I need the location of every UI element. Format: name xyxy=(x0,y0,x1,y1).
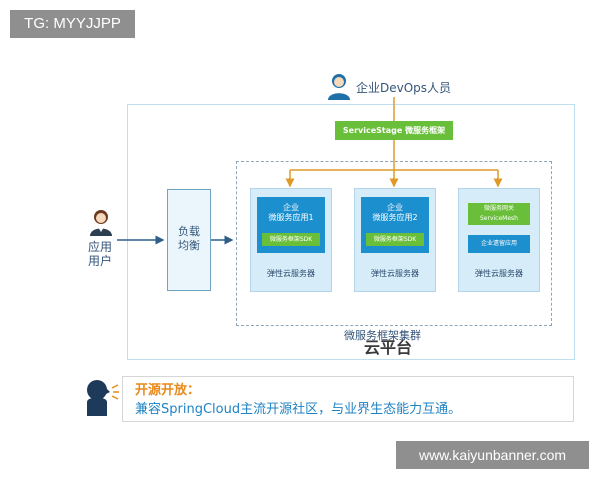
load-balancer-line2: 均衡 xyxy=(178,239,200,252)
service-node-2: 企业 微服务应用2 微服务框架SDK 弹性云服务器 xyxy=(354,188,436,292)
platform-label: 云平台 xyxy=(364,338,413,357)
service-app-2: 企业 微服务应用2 微服务框架SDK xyxy=(361,197,429,253)
open-source-box xyxy=(122,376,574,422)
service-node-1: 企业 微服务应用1 微服务框架SDK 弹性云服务器 xyxy=(250,188,332,292)
open-source-title: 开源开放： xyxy=(135,383,201,398)
service-2-title-line1: 企业 xyxy=(387,203,403,212)
open-source-text: 兼容SpringCloud主流开源社区，与业界生态能力互通。 xyxy=(135,402,462,417)
tg-tag: TG: MYYJJPP xyxy=(10,10,135,38)
load-balancer-line1: 负载 xyxy=(178,225,200,238)
service-1-sdk: 微服务框架SDK xyxy=(262,233,320,246)
service-1-footer: 弹性云服务器 xyxy=(267,269,315,278)
service-3-footer: 弹性云服务器 xyxy=(475,269,523,278)
user-label-line2: 用户 xyxy=(88,254,113,268)
devops-label: 企业DevOps人员 xyxy=(356,81,452,95)
legacy-app-box: 企业遗留应用 xyxy=(468,235,530,253)
service-2-footer: 弹性云服务器 xyxy=(371,269,419,278)
user-label: 应用 用户 xyxy=(88,240,112,268)
load-balancer-box: 负载 均衡 xyxy=(167,189,211,291)
devops-person-icon xyxy=(328,74,350,100)
service-1-title-line2: 微服务应用1 xyxy=(268,213,314,222)
service-2-sdk: 微服务框架SDK xyxy=(366,233,424,246)
servicestage-box: ServiceStage 微服务框架 xyxy=(335,121,453,140)
service-mesh-line1: 微服务网关 xyxy=(483,205,514,212)
service-1-title-line1: 企业 xyxy=(283,203,299,212)
service-mesh-box: 微服务网关 ServiceMesh xyxy=(468,203,530,225)
service-app-1: 企业 微服务应用1 微服务框架SDK xyxy=(257,197,325,253)
speaker-icon xyxy=(87,380,119,416)
user-label-line1: 应用 xyxy=(88,240,113,254)
cluster-label: 微服务框架集群 xyxy=(344,329,421,342)
watermark: www.kaiyunbanner.com xyxy=(396,441,589,469)
service-node-3: 微服务网关 ServiceMesh 企业遗留应用 弹性云服务器 xyxy=(458,188,540,292)
service-2-title-line2: 微服务应用2 xyxy=(372,213,418,222)
user-person-icon xyxy=(90,210,112,236)
service-mesh-line2: ServiceMesh xyxy=(480,215,518,222)
